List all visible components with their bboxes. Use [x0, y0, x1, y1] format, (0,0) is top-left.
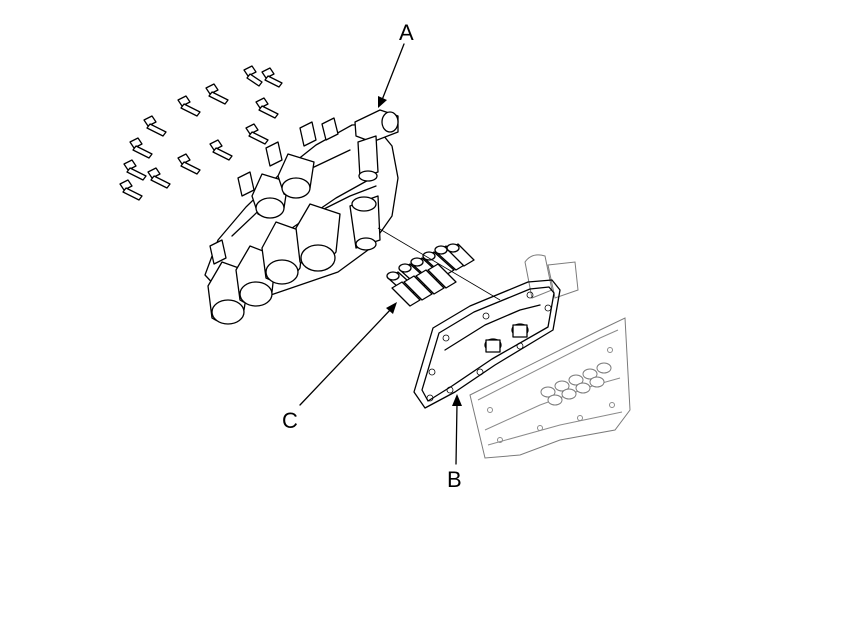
- gasket: [413, 279, 561, 409]
- case-openings: [540, 362, 612, 406]
- arrowhead-c: [386, 302, 397, 314]
- alignment-line: [377, 227, 501, 301]
- callout-b: B: [447, 394, 462, 492]
- pipe: [415, 269, 445, 295]
- label-a: A: [399, 20, 414, 45]
- label-c: C: [282, 408, 298, 433]
- solenoid-cylinder: [251, 173, 289, 219]
- bolt: [177, 153, 201, 175]
- solenoid-cylinders: [207, 153, 341, 325]
- bolt: [177, 95, 201, 117]
- pipe: [427, 263, 457, 289]
- callout-a: A: [378, 20, 414, 108]
- bolt: [245, 123, 269, 145]
- bolt: [119, 179, 143, 201]
- bolt: [209, 139, 233, 161]
- bolt: [147, 167, 171, 189]
- bolt: [143, 115, 167, 137]
- pipe: [446, 243, 475, 267]
- o-ring-pipes: [386, 243, 475, 307]
- bolt: [255, 97, 279, 119]
- pipe: [391, 281, 421, 307]
- bolt: [129, 137, 153, 159]
- arrowhead-b: [452, 394, 462, 406]
- solenoid-cylinder: [261, 221, 305, 285]
- callout-c: C: [282, 302, 397, 433]
- arrowhead-a: [378, 96, 387, 108]
- solenoid-cylinder: [277, 153, 315, 199]
- bolt: [243, 65, 263, 87]
- solenoid-cylinder: [295, 203, 341, 272]
- pipe: [403, 275, 433, 301]
- mounting-bolts: [119, 65, 283, 201]
- bolt: [205, 83, 229, 105]
- transmission-case: [469, 254, 631, 459]
- label-b: B: [447, 467, 462, 492]
- bolt: [123, 159, 147, 181]
- bolt: [261, 67, 283, 88]
